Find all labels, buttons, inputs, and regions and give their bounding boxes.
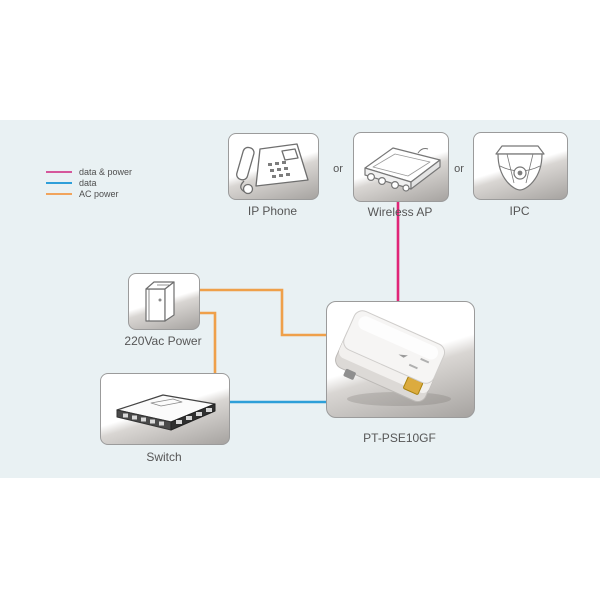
ipc-box [473, 132, 568, 200]
wireless-ap-label: Wireless AP [367, 205, 433, 219]
legend-label: data [79, 177, 97, 188]
poe-injector-label: PT-PSE10GF [363, 431, 436, 445]
wireless-ap-box [353, 132, 449, 202]
ethernet-switch-icon [116, 394, 216, 431]
legend-label: AC power [79, 189, 119, 200]
data-power-line-swatch [46, 170, 72, 173]
ip-phone-label: IP Phone [247, 204, 298, 218]
power-source-label: 220Vac Power [124, 334, 202, 348]
poe-injector-box [326, 301, 475, 418]
legend-item-data-power: data & power [46, 166, 132, 177]
poe-injector-icon [334, 309, 451, 406]
outdoor-access-point-icon [364, 147, 441, 192]
ip-phone-box [228, 133, 319, 200]
or-label-1: or [333, 163, 343, 175]
legend: data & power data AC power [46, 166, 132, 200]
switch-box [100, 373, 230, 445]
legend-item-data: data [46, 177, 132, 188]
legend-label: data & power [79, 166, 133, 177]
ipc-label: IPC [509, 204, 530, 218]
power-source-box [128, 273, 200, 330]
or-label-2: or [454, 163, 464, 175]
dome-camera-icon [495, 145, 545, 191]
data-line-swatch [46, 181, 72, 185]
switch-label: Switch [146, 450, 182, 464]
legend-item-ac-power: AC power [46, 189, 132, 200]
power-supply-box-icon [145, 281, 175, 322]
connection-220vac-power-to-switch [197, 311, 217, 374]
desk-phone-icon [236, 143, 309, 195]
ac-power-line-swatch [46, 193, 72, 196]
connection-220vac-power-to-pt-pse10gf [197, 288, 327, 337]
